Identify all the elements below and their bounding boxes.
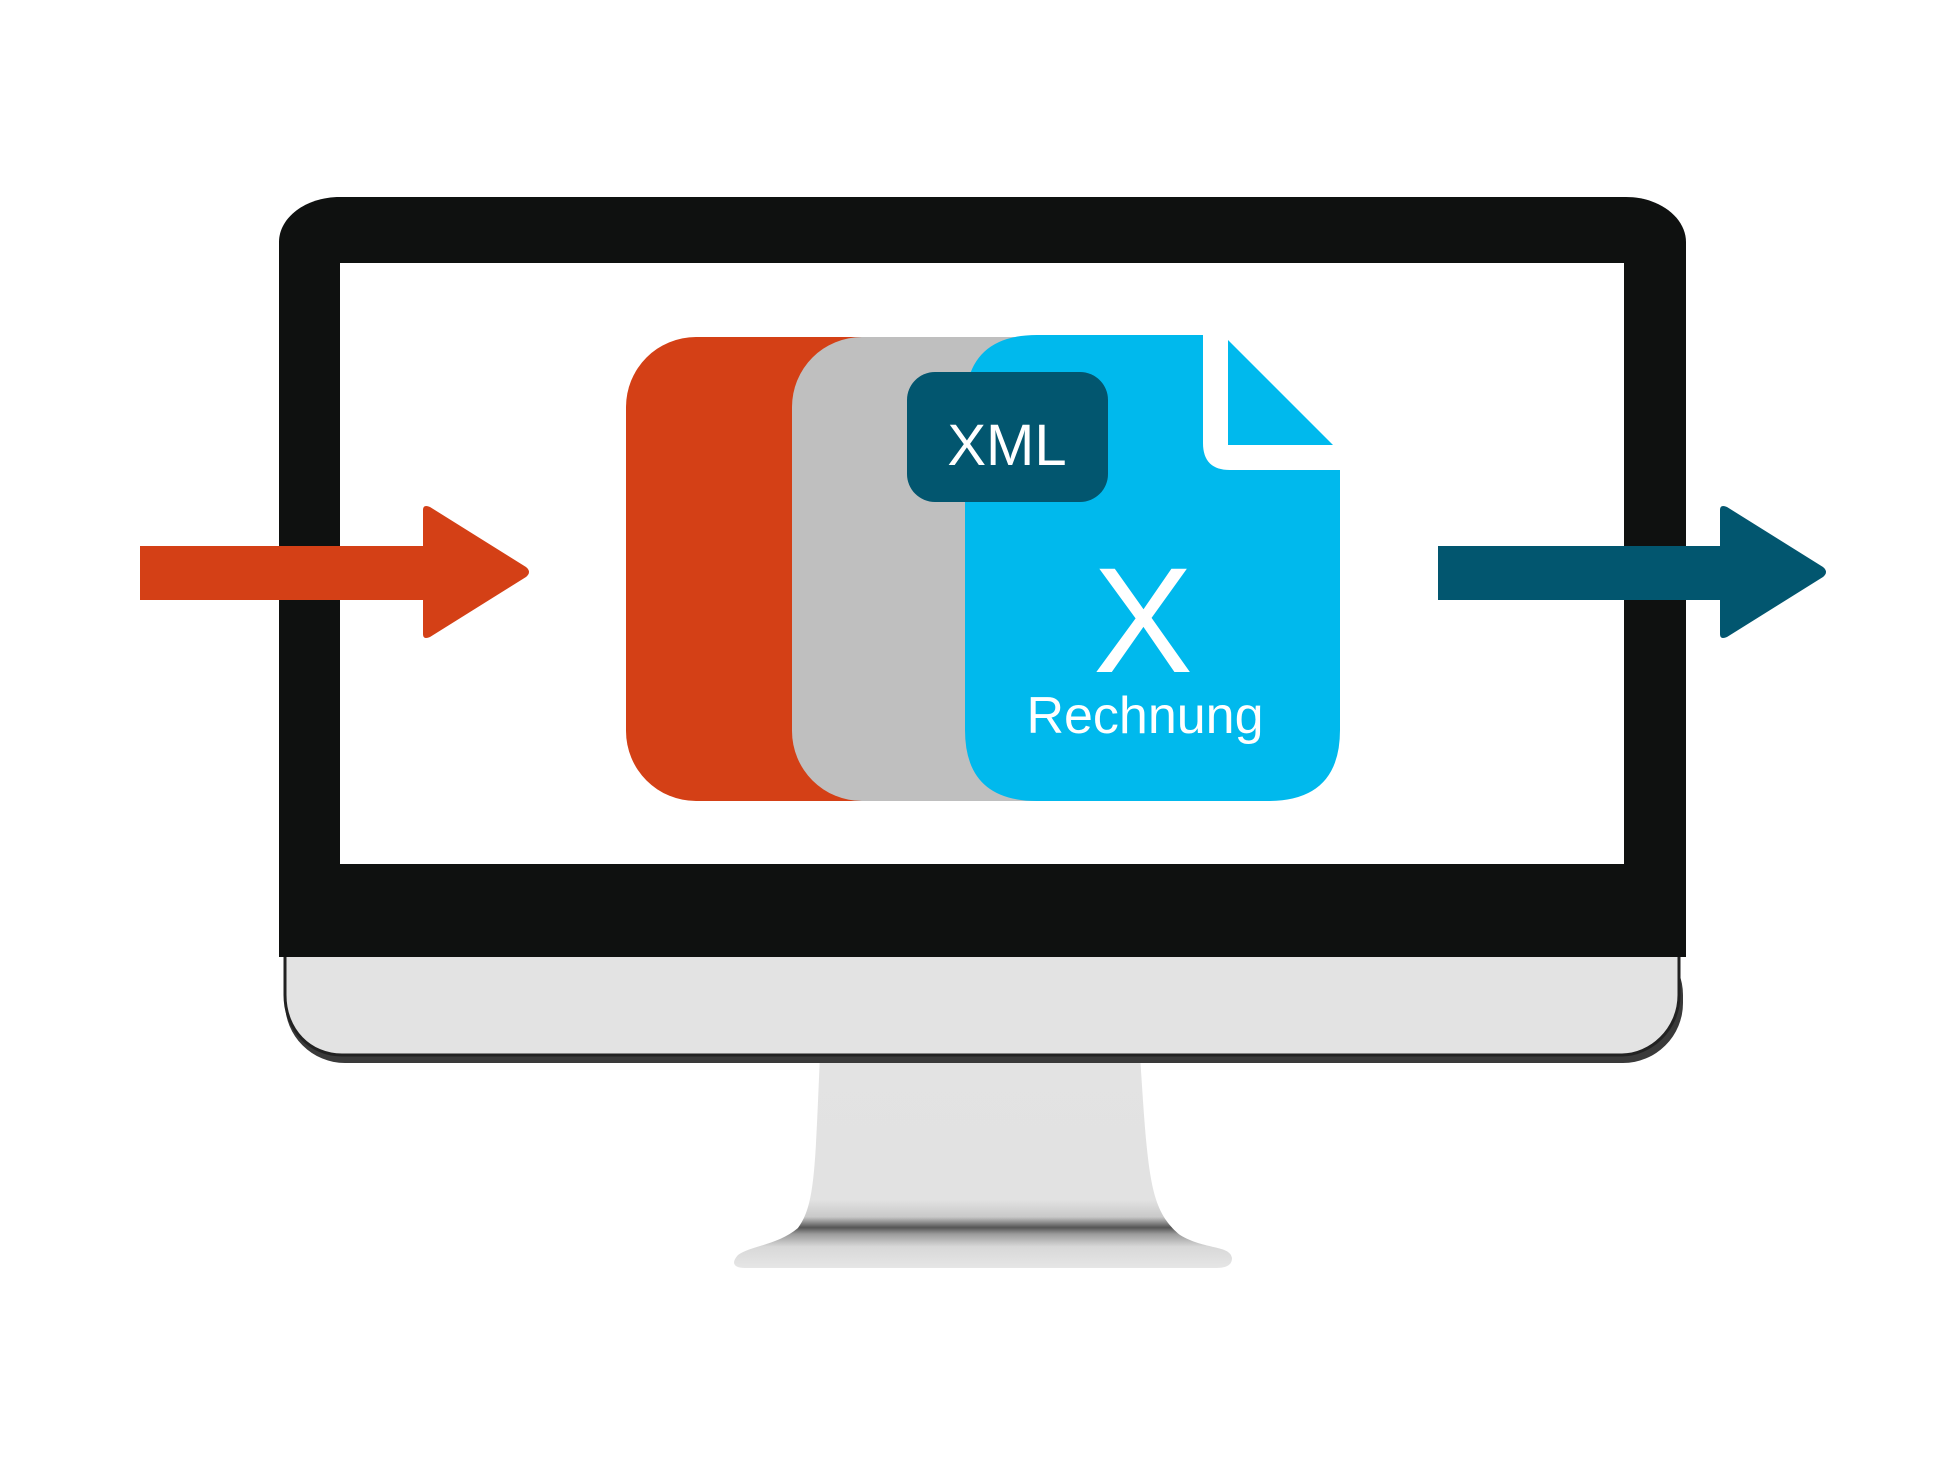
monitor-chin [283,953,1681,1057]
document-caption: Rechnung [1026,687,1263,745]
page-corner-fold [1228,340,1333,445]
xml-badge-label: XML [947,413,1066,478]
document-letter: X [1093,536,1193,704]
incoming-arrow-icon [140,506,529,638]
monitor-stand [734,1055,1232,1268]
xml-badge-bg [907,372,1108,502]
outgoing-arrow-icon [1438,506,1826,638]
xml-badge: XML [907,372,1108,502]
